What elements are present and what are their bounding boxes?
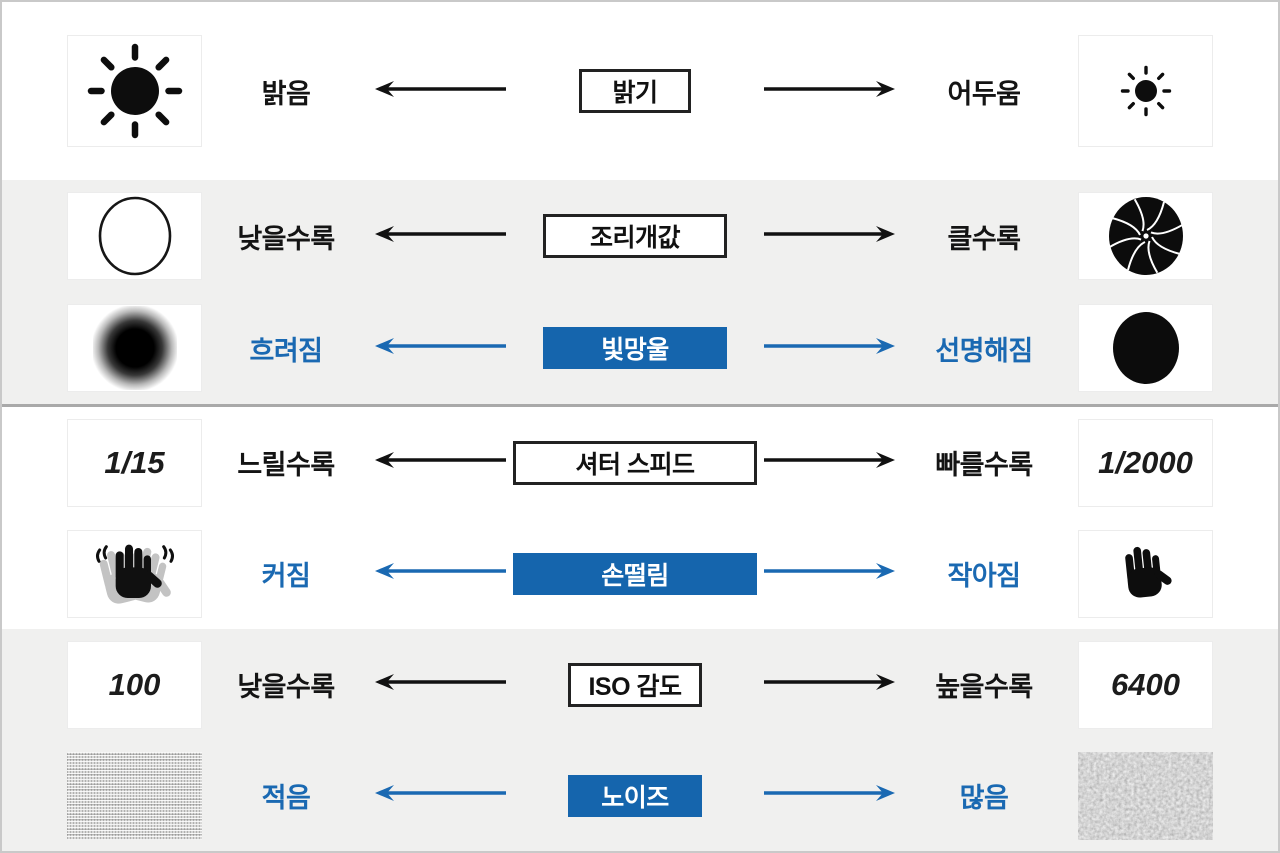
brightness-right-label: 어두움 (947, 78, 1021, 109)
bokeh-blurred-icon (67, 304, 202, 392)
handshake-left-label: 커짐 (261, 561, 311, 591)
noise-box: 노이즈 (568, 774, 702, 817)
bokeh-sharp-icon (1078, 304, 1213, 392)
hand-steady-icon (1078, 529, 1213, 618)
bokeh-box: 빛망울 (543, 327, 727, 369)
sun-large-icon (67, 35, 202, 147)
noise-coarse-texture (1078, 751, 1213, 840)
arrow-left-icon (370, 78, 510, 105)
arrow-left-icon (370, 223, 510, 250)
arrow-left-icon (370, 449, 510, 476)
section-divider (2, 404, 1278, 407)
aperture-blades-glyph (1108, 197, 1183, 275)
brightness-box: 밝기 (579, 69, 691, 113)
arrow-left-blue-icon (370, 560, 510, 587)
bokeh-line: 흐려짐 빛망울 선명해짐 (2, 292, 1278, 404)
fine-grain-glyph (67, 751, 202, 840)
shutter-value-line: 1/15 느릴수록 셔터 스피드 빠를수록 1/2000 (2, 407, 1278, 518)
arrow-right-icon (760, 449, 900, 476)
iso-low-value: 100 (108, 666, 161, 702)
aperture-blades-icon (1078, 192, 1213, 280)
iso-low-value-tile: 100 (67, 640, 202, 729)
shutter-band: 1/15 느릴수록 셔터 스피드 빠를수록 1/2000 (2, 407, 1278, 629)
coarse-grain-glyph (1078, 751, 1213, 840)
handshake-box: 손떨림 (513, 552, 757, 595)
noise-left-label: 적음 (261, 783, 311, 813)
shutter-slow-value: 1/15 (104, 444, 165, 480)
iso-band: 100 낮을수록 ISO 감도 높을수록 6400 적음 노이즈 (2, 629, 1278, 851)
brightness-left-label: 밝음 (261, 78, 311, 109)
arrow-right-icon (760, 78, 900, 105)
brightness-line: 밝음 밝기 어두움 (2, 2, 1278, 180)
arrow-right-icon (760, 223, 900, 250)
aperture-value-line: 낮을수록 조리개값 클수록 (2, 180, 1278, 292)
noise-fine-texture (67, 751, 202, 840)
bokeh-left-label: 흐려짐 (249, 335, 323, 366)
arrow-right-icon (760, 671, 900, 698)
shutter-fast-value-tile: 1/2000 (1078, 418, 1213, 507)
noise-right-label: 많음 (959, 783, 1009, 813)
aperture-open-circle-icon (67, 192, 202, 280)
arrow-left-blue-icon (370, 782, 510, 809)
shutter-left-label: 느릴수록 (237, 450, 335, 480)
iso-left-label: 낮을수록 (237, 672, 335, 702)
steady-hand-glyph (1123, 543, 1175, 599)
sun-large-glyph (87, 43, 182, 139)
arrow-left-blue-icon (370, 335, 510, 362)
iso-right-label: 높을수록 (935, 672, 1033, 702)
shaking-hand-glyph (95, 542, 181, 608)
arrow-right-blue-icon (760, 560, 900, 587)
aperture-right-label: 클수록 (947, 223, 1021, 254)
noise-line: 적음 노이즈 많음 (2, 740, 1278, 851)
sun-small-glyph (1120, 65, 1171, 117)
handshake-right-label: 작아짐 (947, 561, 1021, 591)
aperture-box: 조리개값 (543, 214, 727, 258)
blurred-circle-glyph (92, 306, 177, 390)
sun-small-icon (1078, 35, 1213, 147)
aperture-left-label: 낮을수록 (237, 223, 335, 254)
sharp-circle-glyph (1112, 312, 1179, 384)
shutter-right-label: 빠를수록 (935, 450, 1033, 480)
iso-box: ISO 감도 (568, 662, 702, 707)
bokeh-right-label: 선명해짐 (935, 335, 1033, 366)
iso-value-line: 100 낮을수록 ISO 감도 높을수록 6400 (2, 629, 1278, 740)
open-circle-glyph (98, 196, 171, 276)
shutter-fast-value: 1/2000 (1098, 444, 1193, 480)
arrow-left-icon (370, 671, 510, 698)
brightness-band: 밝음 밝기 어두움 (2, 2, 1278, 180)
arrow-right-blue-icon (760, 782, 900, 809)
shutter-box: 셔터 스피드 (513, 440, 757, 485)
shutter-slow-value-tile: 1/15 (67, 418, 202, 507)
aperture-band: 낮을수록 조리개값 클수록 (2, 180, 1278, 404)
iso-high-value-tile: 6400 (1078, 640, 1213, 729)
arrow-right-blue-icon (760, 335, 900, 362)
hand-shake-icon (67, 529, 202, 618)
handshake-line: 커짐 손떨림 작아짐 (2, 518, 1278, 629)
iso-high-value: 6400 (1111, 666, 1180, 702)
